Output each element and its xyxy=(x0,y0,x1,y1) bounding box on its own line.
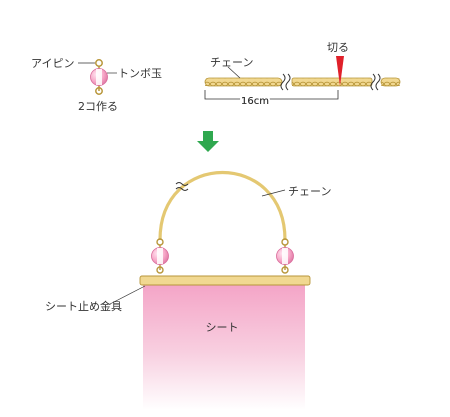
right-eye-pin-bottom xyxy=(281,266,289,274)
cut-label: 切る xyxy=(327,41,349,54)
left-eye-pin-bottom xyxy=(156,266,164,274)
dimension-bracket xyxy=(204,90,339,100)
dragonfly-bead-label: トンボ玉 xyxy=(118,67,162,80)
finished-assembly xyxy=(109,170,311,410)
break-mark-icon xyxy=(280,73,291,91)
cut-marker-icon xyxy=(336,56,344,86)
chain-label-bottom: チェーン xyxy=(288,185,331,198)
length-label-text: 16cm xyxy=(241,96,269,107)
break-mark-icon-right xyxy=(370,73,381,91)
sheet xyxy=(143,282,305,410)
chain-arc-break-icon xyxy=(175,182,189,191)
chain-cut-diagram xyxy=(204,56,401,100)
sheet-fitting-bar xyxy=(139,275,311,286)
bead-stripe xyxy=(96,69,102,85)
chain-label-top: チェーン xyxy=(210,56,253,69)
make-two-label: 2コ作る xyxy=(78,100,118,113)
eye-pin-loop-top xyxy=(95,59,103,67)
sheet-label: シート xyxy=(206,321,239,334)
sheet-fitting-label: シート止め金具 xyxy=(45,299,122,313)
chain-leader xyxy=(227,66,241,79)
chain-leader-bottom xyxy=(261,189,286,197)
fitting-leader xyxy=(109,285,146,305)
eye-pin-label: アイピン xyxy=(31,57,74,70)
bead-assembly-top xyxy=(78,59,117,95)
eye-pin-loop-bottom xyxy=(95,87,103,95)
chain-arc xyxy=(158,170,287,241)
down-arrow-icon xyxy=(197,131,219,152)
length-label: 16cm xyxy=(241,96,269,107)
